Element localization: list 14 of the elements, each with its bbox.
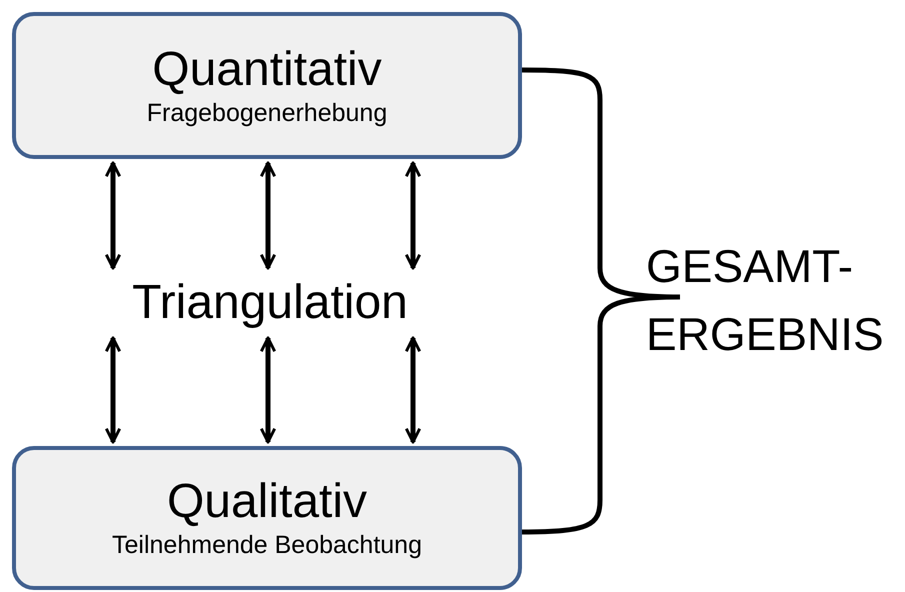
double-arrow <box>104 162 122 270</box>
box-title: Qualitativ <box>166 474 368 530</box>
double-arrow <box>260 162 276 270</box>
box-subtitle: Fragebogenerhebung <box>146 98 388 129</box>
process-box <box>12 12 522 159</box>
box-subtitle: Teilnehmende Beobachtung <box>112 530 422 562</box>
double-arrow <box>404 162 422 270</box>
process-box <box>12 446 522 590</box>
triangulation-text: Triangulation <box>132 275 408 331</box>
result-label: GESAMT- ERGEBNIS <box>646 239 885 362</box>
box-title: Quantitativ <box>152 42 382 97</box>
double-arrow <box>104 336 122 444</box>
double-arrow <box>260 336 276 444</box>
double-arrow <box>404 336 422 444</box>
